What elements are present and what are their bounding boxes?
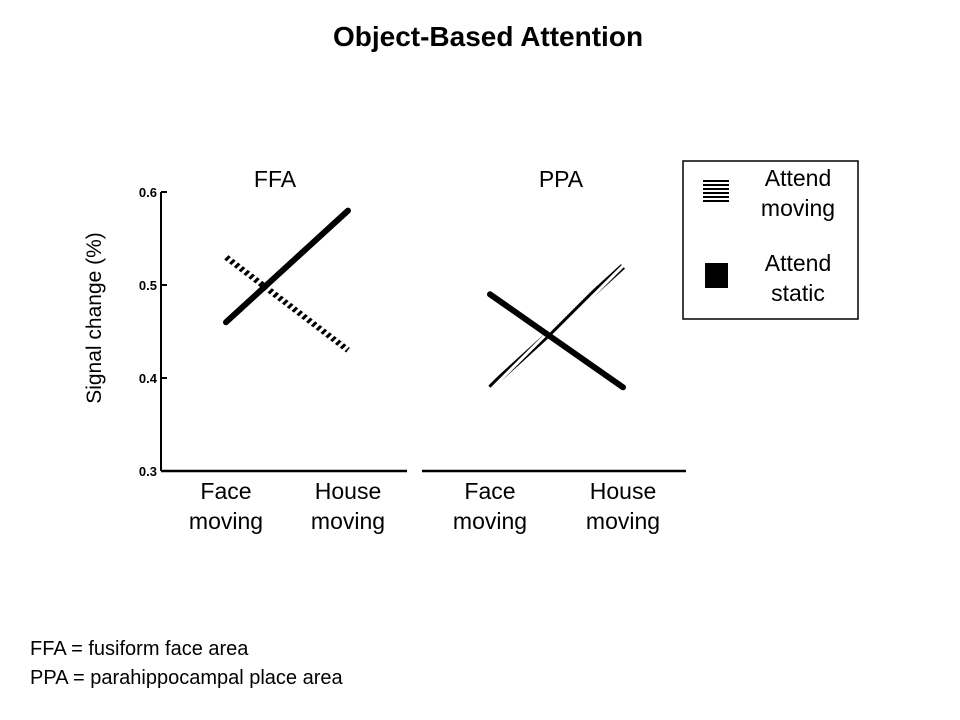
x-tick-label: moving <box>453 508 527 534</box>
series-attend-moving-ffa <box>224 254 350 353</box>
x-tick-label: House <box>315 478 381 504</box>
slide-title: Object-Based Attention <box>332 21 644 52</box>
footnotes: FFA = fusiform face area PPA = parahippo… <box>30 635 343 693</box>
series-attend-static-ffa <box>223 207 351 326</box>
legend-swatch-attend-static <box>705 263 728 288</box>
legend-label: static <box>771 280 825 306</box>
legend-label: Attend <box>765 165 832 191</box>
axis-labels: 0.6 0.5 0.4 0.3 Signal change (%) FFA Face movi… <box>83 166 660 534</box>
x-tick-label: House <box>590 478 656 504</box>
y-axis-label: Signal change (%) <box>83 232 106 404</box>
legend-label: moving <box>761 195 835 221</box>
series-attend-static-ppa <box>487 291 626 391</box>
series-lines <box>223 207 626 391</box>
series-attend-moving-ppa <box>487 264 626 390</box>
legend-swatch-attend-moving <box>703 178 729 202</box>
panel-title-ffa: FFA <box>254 166 297 192</box>
footnote-ppa: PPA = parahippocampal place area <box>30 667 343 689</box>
x-tick-label: moving <box>586 508 660 534</box>
x-tick-label: moving <box>189 508 263 534</box>
x-tick-label: moving <box>311 508 385 534</box>
x-tick-label: Face <box>200 478 251 504</box>
axes <box>160 191 686 473</box>
panel-title-ppa: PPA <box>539 166 584 192</box>
y-tick-label: 0.5 <box>139 278 157 293</box>
x-tick-label: Face <box>464 478 515 504</box>
legend-label: Attend <box>765 250 832 276</box>
footnote-ffa: FFA = fusiform face area <box>30 638 249 660</box>
y-tick-label: 0.3 <box>139 464 157 479</box>
y-tick-label: 0.4 <box>139 371 158 386</box>
y-tick-label: 0.6 <box>139 185 157 200</box>
